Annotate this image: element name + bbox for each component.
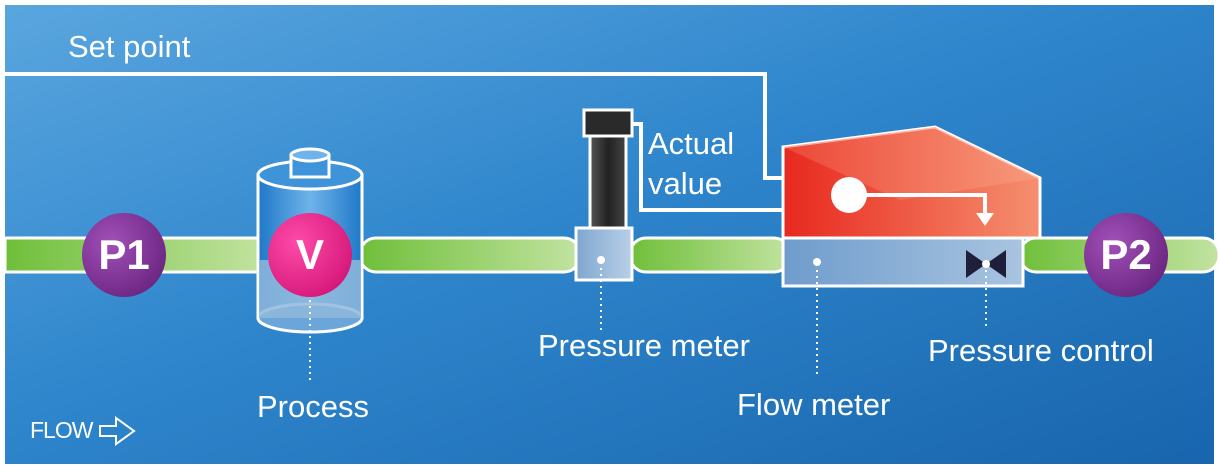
pressure-meter-label: Pressure meter xyxy=(538,328,750,363)
actual-value-label-line1: Actual xyxy=(648,126,735,161)
flow-controller-indicator xyxy=(831,177,867,213)
p2-badge: P2 xyxy=(1084,213,1168,297)
pressure-control-label: Pressure control xyxy=(928,333,1154,368)
process-label: Process xyxy=(257,389,369,424)
pipe-segment-3 xyxy=(628,236,792,274)
set-point-label: Set point xyxy=(68,29,191,64)
flow-arrow-icon xyxy=(99,416,136,446)
flow-meter-label: Flow meter xyxy=(737,387,891,422)
flow-meter-dot xyxy=(813,258,821,266)
p1-badge: P1 xyxy=(82,213,166,297)
actual-value-line xyxy=(630,122,785,212)
flow-controller-device xyxy=(781,125,1042,288)
flow-label: FLOW xyxy=(30,417,93,443)
valve-icon xyxy=(966,250,1006,278)
v-badge: V xyxy=(268,213,352,297)
set-point-line xyxy=(5,72,785,180)
pressure-meter-device xyxy=(574,108,634,282)
flow-controller-arrow xyxy=(863,193,987,215)
actual-value-label-line2: value xyxy=(648,166,723,201)
pressure-meter-dot xyxy=(597,256,605,264)
pipe-segment-2 xyxy=(358,236,582,274)
